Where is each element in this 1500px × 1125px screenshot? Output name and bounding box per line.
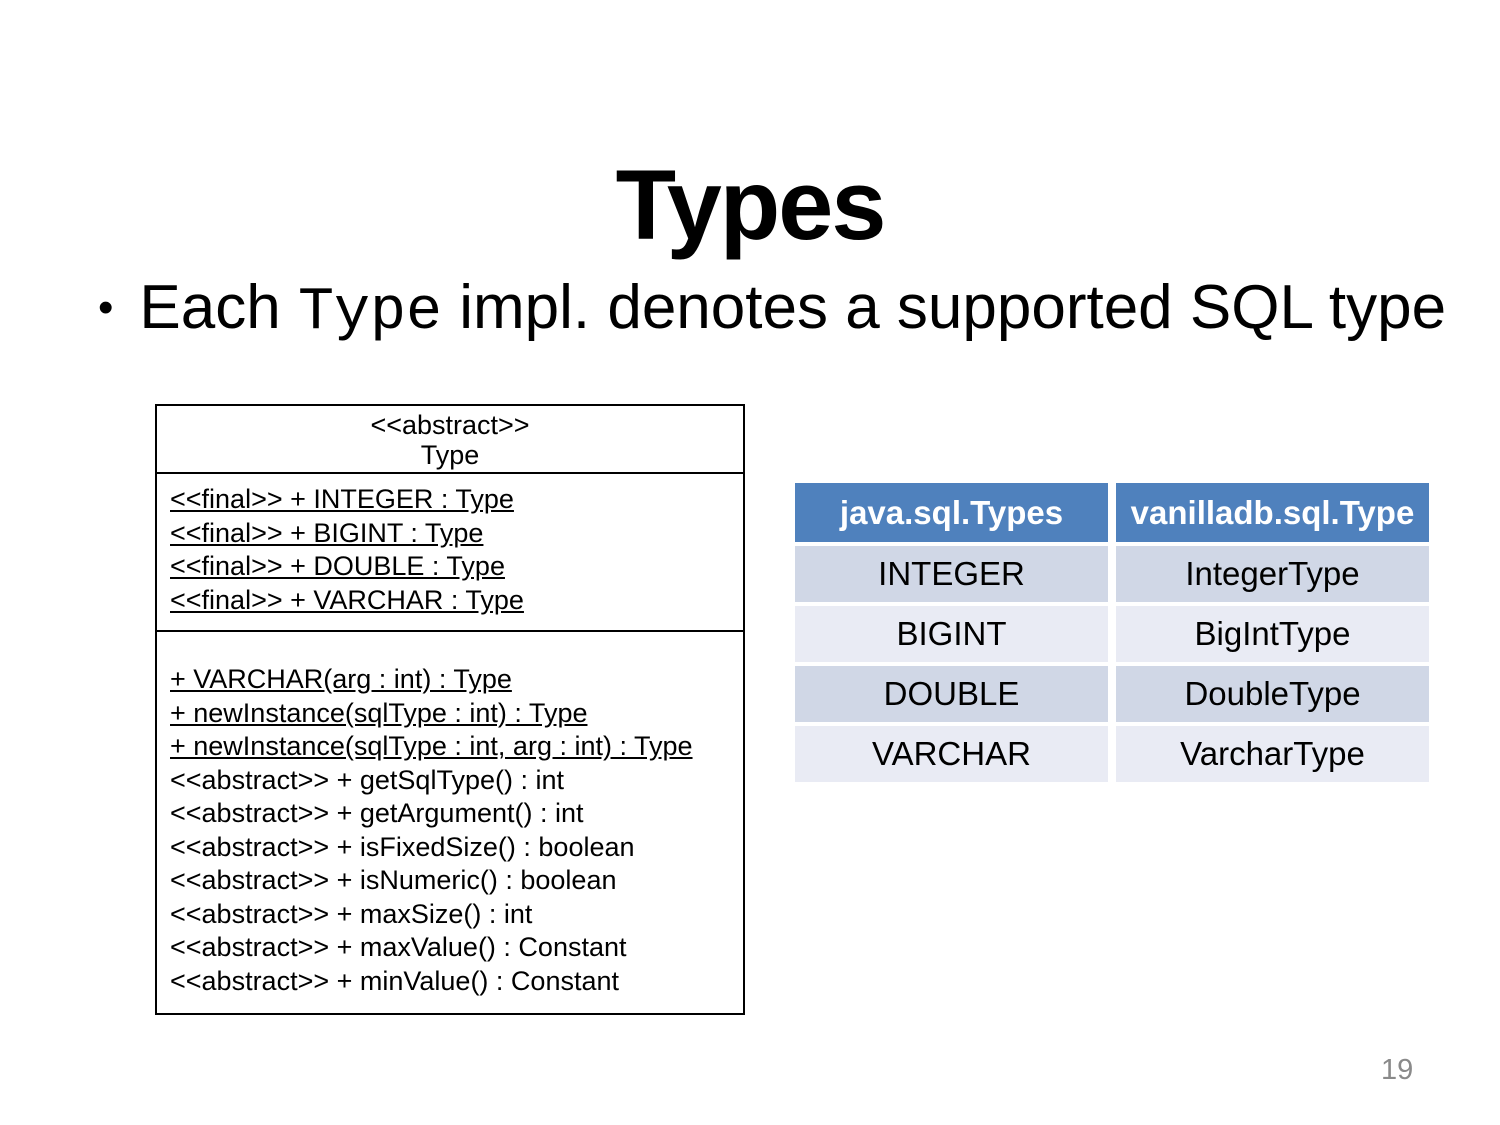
bullet-code-type: Type — [297, 279, 442, 347]
uml-method: <<abstract>> + getArgument() : int — [170, 798, 584, 828]
table-cell: DoubleType — [1116, 666, 1429, 722]
uml-field: <<final>> + BIGINT : Type — [170, 517, 484, 548]
page-number: 19 — [1381, 1054, 1414, 1086]
uml-fields-section: <<final>> + INTEGER : Type <<final>> + B… — [157, 474, 743, 632]
table-header-java-sql-types: java.sql.Types — [795, 483, 1108, 542]
type-mapping-table: java.sql.Types vanilladb.sql.Type INTEGE… — [795, 483, 1429, 782]
uml-stereotype: <<abstract>> — [370, 410, 530, 440]
uml-methods-section: + VARCHAR(arg : int) : Type + newInstanc… — [157, 632, 743, 1013]
table-cell: INTEGER — [795, 546, 1108, 602]
table-cell: BigIntType — [1116, 606, 1429, 662]
table-cell: BIGINT — [795, 606, 1108, 662]
uml-method: <<abstract>> + minValue() : Constant — [170, 965, 619, 996]
bullet-line: • Each Type impl. denotes a supported SQ… — [98, 266, 1446, 355]
table-header-vanilladb-sql-type: vanilladb.sql.Type — [1116, 483, 1429, 542]
table-cell: IntegerType — [1116, 546, 1429, 602]
uml-class-box: <<abstract>> Type <<final>> + INTEGER : … — [155, 404, 745, 1015]
bullet-text: Each Type impl. denotes a supported SQL … — [139, 266, 1446, 355]
table-cell: DOUBLE — [795, 666, 1108, 722]
uml-method: <<abstract>> + isFixedSize() : boolean — [170, 831, 635, 862]
uml-field: <<final>> + VARCHAR : Type — [170, 584, 524, 615]
bullet-text-post: impl. denotes a supported SQL type — [441, 273, 1447, 342]
uml-class-name: Type — [420, 440, 480, 470]
table-cell: VarcharType — [1116, 726, 1429, 782]
uml-method: <<abstract>> + maxSize() : int — [170, 898, 533, 929]
uml-method: <<abstract>> + maxValue() : Constant — [170, 932, 627, 962]
uml-field: <<final>> + INTEGER : Type — [170, 484, 514, 514]
uml-field: <<final>> + DOUBLE : Type — [170, 551, 505, 581]
uml-class-header: <<abstract>> Type — [157, 406, 743, 474]
uml-method: <<abstract>> + isNumeric() : boolean — [170, 865, 617, 895]
uml-method: + newInstance(sqlType : int) : Type — [170, 697, 588, 728]
table-cell: VARCHAR — [795, 726, 1108, 782]
slide-title: Types — [615, 149, 887, 261]
uml-method: + VARCHAR(arg : int) : Type — [170, 664, 512, 694]
bullet-marker: • — [98, 283, 114, 332]
bullet-text-pre: Each — [139, 273, 298, 342]
uml-method: <<abstract>> + getSqlType() : int — [170, 764, 564, 795]
uml-method: + newInstance(sqlType : int, arg : int) … — [170, 731, 693, 761]
